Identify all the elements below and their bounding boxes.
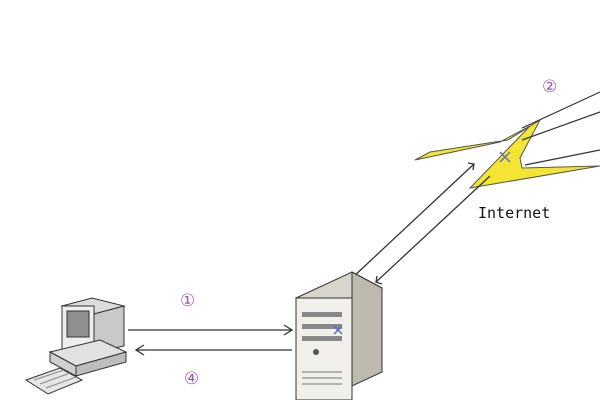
forward-arrowhead <box>283 324 294 336</box>
response-arrowhead <box>375 275 383 285</box>
server-icon <box>294 271 384 400</box>
client-server-arrows <box>128 324 294 356</box>
server-internet-arrows <box>351 162 491 285</box>
request-arrowhead <box>467 162 475 171</box>
step-4-label: ④ <box>184 369 199 389</box>
computer-icon <box>24 297 128 395</box>
request-line <box>351 163 475 279</box>
internet-label: Internet <box>478 204 550 222</box>
step-1-label: ① <box>180 291 195 311</box>
step-2-label: ② <box>542 77 557 97</box>
internet-lightning-icon <box>414 91 600 189</box>
back-arrowhead <box>134 344 145 356</box>
response-line <box>375 175 491 283</box>
